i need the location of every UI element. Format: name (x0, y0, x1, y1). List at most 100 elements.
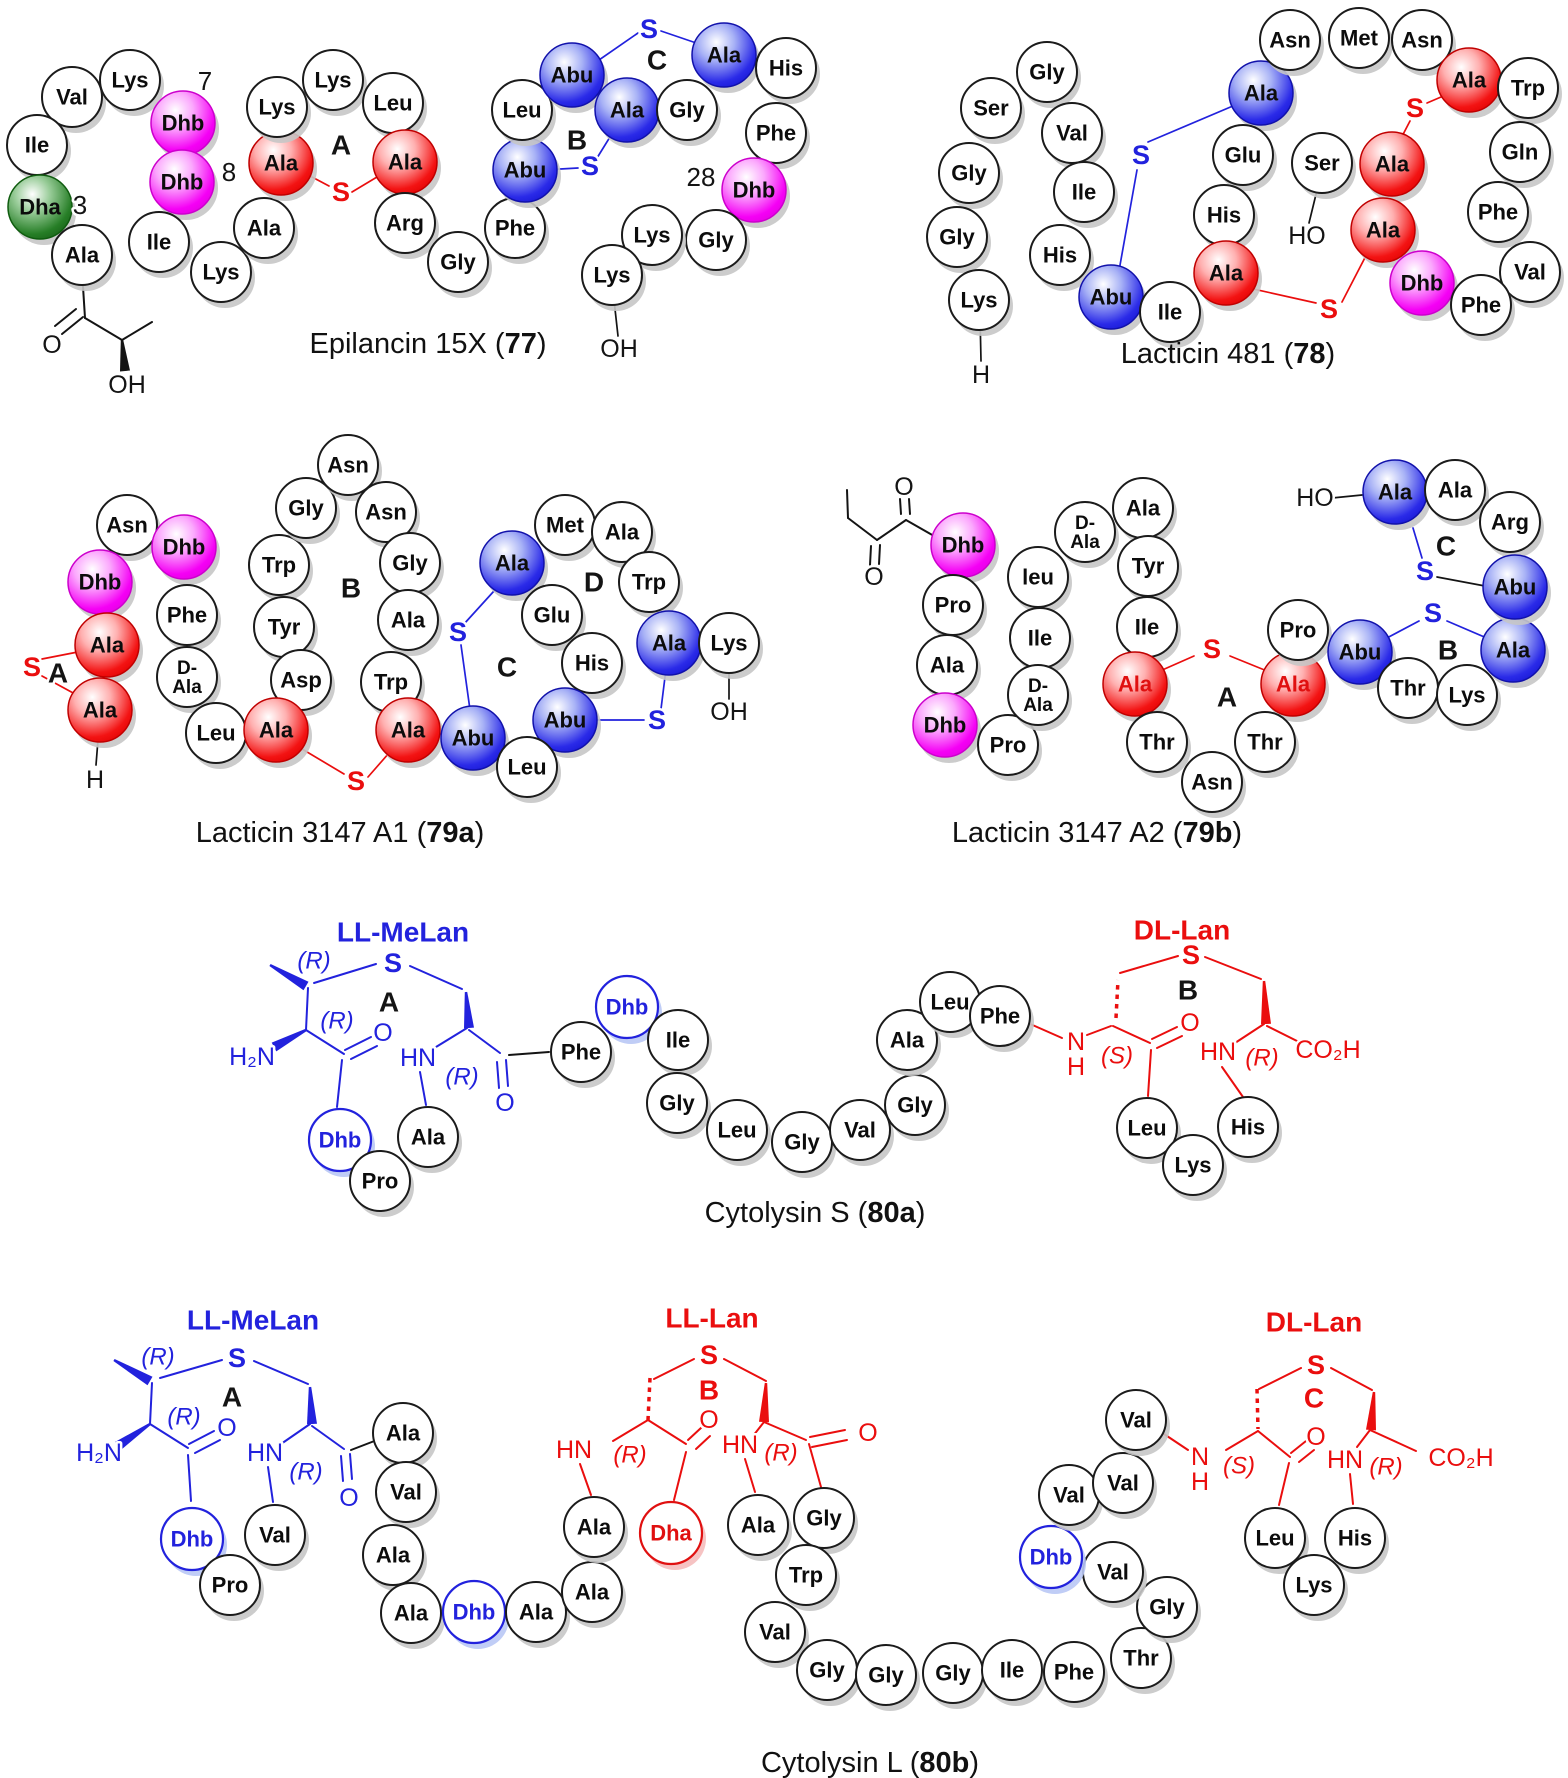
residue-label: Gly (806, 1506, 842, 1531)
chem-label-o: O (373, 1019, 392, 1047)
chem-label-r: (R) (141, 1344, 174, 1371)
stereo-wedge-bond (120, 339, 130, 372)
residue-label: Lys (960, 288, 997, 313)
residue-circle-dala (156, 646, 218, 708)
bond-line (1225, 1430, 1259, 1451)
residue-circle-thr (1110, 1627, 1172, 1689)
residue-label: Ala (577, 1515, 612, 1540)
chem-label-s: S (640, 14, 658, 44)
residue-label: Ala (707, 43, 742, 68)
chem-label-a: A (48, 658, 68, 689)
chem-label-s: S (1320, 294, 1338, 324)
structure-title-lacticin-481: Lacticin 481 (78) (1121, 338, 1335, 370)
chem-label-c: C (1304, 1383, 1324, 1414)
residue-label: Ala (264, 151, 299, 176)
residue-label: Pro (362, 1169, 399, 1194)
chem-label-s: S (1416, 556, 1434, 586)
bond-line (876, 519, 907, 541)
residue-circle-dhb (721, 157, 787, 223)
residue-circle-lys (948, 269, 1010, 331)
residue-label: Leu (930, 990, 969, 1015)
residue-label: Trp (374, 670, 408, 695)
bond-line (1349, 1473, 1354, 1505)
residue-label: Asn (1191, 770, 1233, 795)
residue-label: Phe (561, 1040, 601, 1065)
chem-label-h: H (1191, 1468, 1209, 1496)
residue-circle-abu (440, 705, 506, 771)
residue-label: Dhb (606, 995, 649, 1020)
residue-circle-leu (1244, 1507, 1306, 1569)
residue-label: Gly (868, 1663, 904, 1688)
chem-label-s: S (1132, 140, 1150, 170)
residue-label: Ala (1496, 638, 1531, 663)
residue-label: Lys (1295, 1573, 1332, 1598)
residue-label: Ala (1276, 672, 1311, 697)
residue-circle-dhb (151, 514, 217, 580)
residue-label: Dhb (171, 1527, 214, 1552)
residue-circle-trp (618, 551, 680, 613)
residue-circle-gly (646, 1072, 708, 1134)
residue-circle-dha (638, 1500, 704, 1566)
chem-label-s: (S) (1101, 1043, 1133, 1070)
residue-circle-ile (981, 1639, 1043, 1701)
residue-circle-ala (74, 612, 140, 678)
residue-circle-ala (397, 1106, 459, 1168)
residue-label: Ile (25, 133, 49, 158)
bond-line (1156, 1035, 1183, 1049)
residue-circle-ala (1193, 240, 1259, 306)
residue-circle-ala (876, 1009, 938, 1071)
residue-label: Abu (452, 726, 495, 751)
bond-line (1159, 655, 1195, 672)
residue-circle-val (41, 66, 103, 128)
structure-title-epilancin-15x: Epilancin 15X (77) (310, 328, 547, 360)
residue-label: leu (1022, 565, 1054, 590)
residue-label: Ala (388, 150, 423, 175)
bond-line (1290, 1440, 1307, 1454)
residue-circle-val (744, 1601, 806, 1663)
chem-label-o: O (495, 1089, 514, 1117)
residue-label: Ala (1452, 68, 1487, 93)
residue-circle-asn (96, 494, 158, 556)
residue-label: Gly (935, 1661, 971, 1686)
residue-label: Ile (1135, 615, 1159, 640)
residue-label: Ile (1000, 1658, 1024, 1683)
residue-label: Val (56, 85, 88, 110)
residue-circle-dhb (159, 1506, 225, 1572)
bond-line (847, 517, 878, 541)
bond-line (159, 1359, 223, 1379)
residue-label: Ala (1244, 81, 1279, 106)
residue-circle-val (244, 1504, 306, 1566)
chem-label-r: (R) (167, 1404, 200, 1431)
residue-label: Asn (365, 500, 407, 525)
stereo-wedge-bond (307, 1386, 317, 1425)
residue-label: Glu (1225, 143, 1262, 168)
residue-label: Val (1056, 121, 1088, 146)
residue-label: Val (759, 1620, 791, 1645)
residue-label: Ala (386, 1421, 421, 1446)
residue-label: Thr (1390, 676, 1426, 701)
residue-circle-lys (246, 76, 308, 138)
residue-label: His (1043, 243, 1077, 268)
residue-label: Gly (698, 228, 734, 253)
residue-circle-ala (380, 1582, 442, 1644)
chem-label-coh: CO₂H (1295, 1036, 1360, 1064)
residue-label: Ala (930, 653, 965, 678)
residue-circle-lys (302, 49, 364, 111)
residue-label: Dhb (453, 1600, 496, 1625)
residue-circle-thr (1126, 711, 1188, 773)
residue-label: Abu (1339, 640, 1382, 665)
residue-label: Tyr (268, 615, 301, 640)
bond-line (899, 498, 902, 515)
bond-line (846, 489, 849, 519)
bond-line (1412, 527, 1423, 559)
bond-line (460, 644, 472, 718)
chem-label-28: 28 (687, 162, 716, 192)
stereo-hash-bond (1255, 1388, 1260, 1430)
residue-label: His (1338, 1526, 1372, 1551)
residue-label: Lys (710, 631, 747, 656)
chem-label-s: S (384, 948, 402, 978)
chem-label-n: N (1191, 1443, 1209, 1471)
chem-label-oh: OH (710, 698, 748, 726)
residue-circle-gly (685, 209, 747, 271)
